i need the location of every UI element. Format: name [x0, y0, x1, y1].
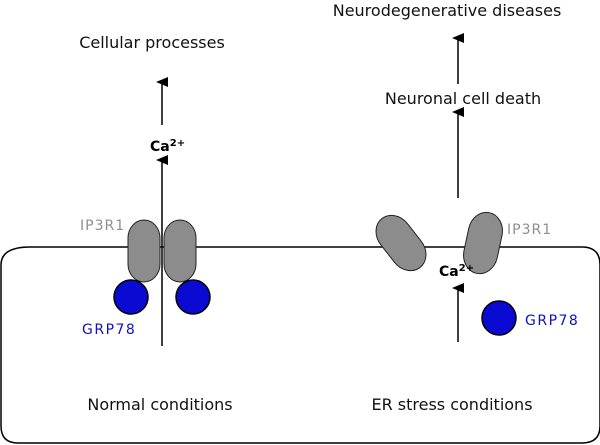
ca-label-normal: Ca2+ — [150, 138, 185, 155]
ip3r1-subunit-dissociated — [375, 214, 427, 272]
grp78-label-normal: GRP78 — [82, 322, 136, 338]
cellular-processes-label: Cellular processes — [79, 33, 225, 52]
er-membrane — [0, 246, 600, 444]
grp78-bound-left — [113, 279, 149, 315]
ip3r1-channel-normal — [127, 219, 197, 283]
neuronal-cell-death-label: Neuronal cell death — [385, 89, 541, 108]
ca-label-stress: Ca2+ — [439, 263, 474, 280]
ip3r1-label-normal: IP3R1 — [80, 218, 125, 234]
ip3r1-label-stress: IP3R1 — [507, 222, 552, 238]
grp78-free — [481, 300, 517, 336]
er-stress-conditions-label: ER stress conditions — [371, 395, 532, 414]
ip3r1-subunit-right — [163, 219, 197, 283]
grp78-bound-right — [175, 279, 211, 315]
ip3r1-subunit-left — [127, 219, 161, 283]
grp78-label-stress: GRP78 — [525, 313, 579, 329]
normal-conditions-label: Normal conditions — [87, 395, 232, 414]
ip3r1-channel-stress — [375, 211, 503, 275]
ip3r1-subunit-open — [463, 211, 503, 275]
neurodegenerative-diseases-label: Neurodegenerative diseases — [333, 1, 562, 20]
